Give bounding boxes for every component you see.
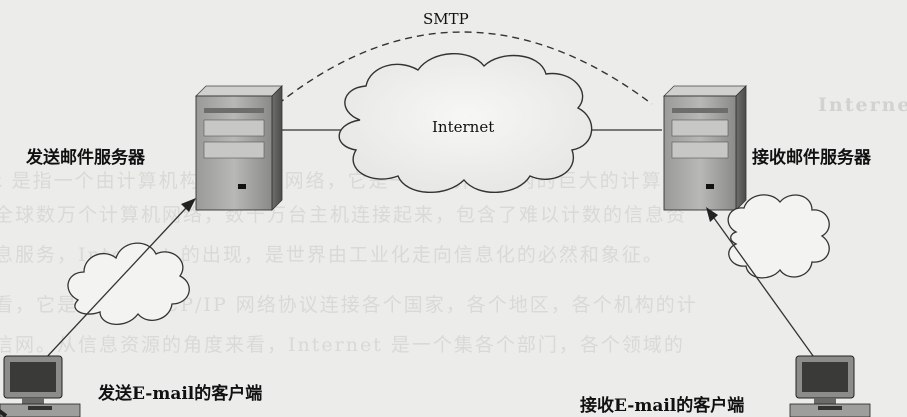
sender-client-label: 发送E-mail的客户端 xyxy=(98,384,263,404)
internet-cloud xyxy=(338,53,593,193)
background-line: 全球数万个计算机网络，数千万台主机连接起来，包含了难以计数的信息资 xyxy=(0,204,688,226)
receiver-server xyxy=(663,85,747,211)
receiver-client-label: 接收E-mail的客户端 xyxy=(580,396,745,416)
arrow-receiver-server-to-client xyxy=(713,217,817,361)
arrow-sender-client-to-server xyxy=(43,207,187,361)
background-line: 信网。从信息资源的角度来看，Internet 是一个集各个部门，各个领域的 xyxy=(0,334,685,356)
receiver-server-label: 接收邮件服务器 xyxy=(752,148,871,168)
background-heading: Internet xyxy=(818,94,907,116)
arrowhead-sender xyxy=(181,198,196,212)
receiver-access-cloud xyxy=(727,194,830,279)
smtp-label: SMTP xyxy=(423,10,469,28)
sender-client-computer xyxy=(0,355,81,417)
arrowhead-receiver xyxy=(706,207,718,222)
internet-label: Internet xyxy=(432,118,495,136)
sender-access-cloud xyxy=(67,242,190,325)
sender-server-label: 发送邮件服务器 xyxy=(26,148,145,168)
receiver-client-computer xyxy=(789,355,871,417)
sender-server xyxy=(195,85,283,211)
